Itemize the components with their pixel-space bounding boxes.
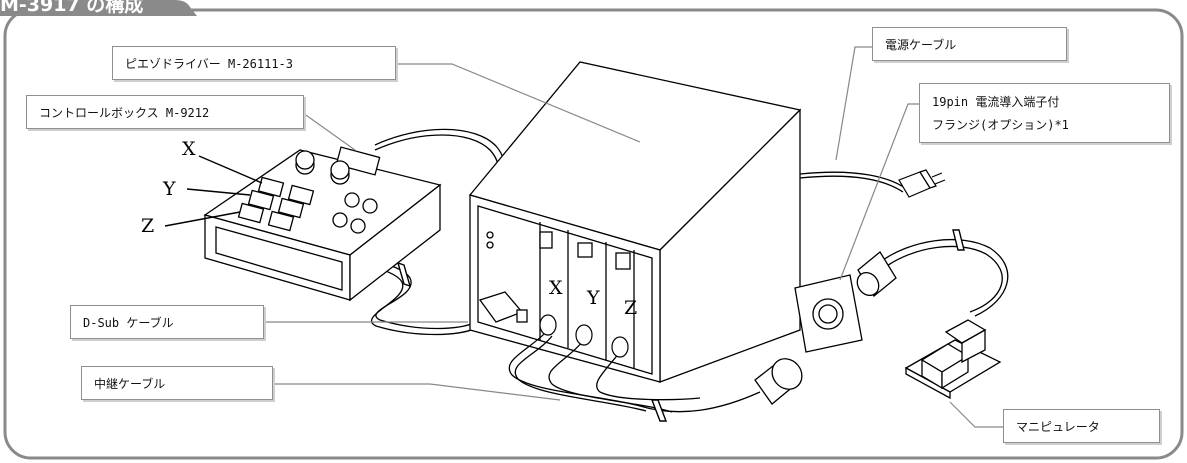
module-axis-y-label: Y [587, 287, 600, 309]
axis-pointer-lines [164, 155, 263, 227]
manipulator-drawing [904, 319, 1002, 400]
callout-flange-line1: 19pin 電流導入端子付 [932, 95, 1060, 109]
piezo-driver-drawing [468, 61, 802, 383]
header-tab-shape [0, 0, 197, 16]
control-box-drawing [203, 146, 442, 302]
relay-connectors [539, 314, 629, 358]
control-axis-z-label: Z [141, 215, 155, 237]
relay-cables [508, 329, 761, 413]
callout-control-box: コントロールボックス M-9212 [26, 95, 304, 129]
cable-break-mark-manipulator [952, 229, 965, 251]
callout-flange: 19pin 電流導入端子付 フランジ(オプション)*1 [919, 83, 1170, 143]
control-axis-y-label: Y [163, 178, 176, 200]
control-axis-x-label: X [182, 138, 196, 160]
callout-manipulator: マニピュレータ [1003, 409, 1160, 443]
page-title: M-3917 の構成 [0, 0, 144, 16]
callout-relay-cable: 中継ケーブル [81, 366, 273, 400]
callout-power-cable: 電源ケーブル [872, 27, 1067, 61]
leader-lines [264, 46, 1003, 428]
callout-piezo-driver: ピエゾドライバー M-26111-3 [112, 46, 396, 80]
frame-border [3, 8, 1184, 460]
cable-break-mark-relay [650, 399, 668, 422]
power-plug [898, 169, 946, 198]
module-axis-z-label: Z [624, 297, 638, 319]
callout-flange-line2: フランジ(オプション)*1 [932, 118, 1069, 132]
flange-drawing [794, 274, 863, 353]
manipulator-connector [856, 251, 897, 297]
power-cable [799, 171, 906, 193]
cable-break-mark-dsub [396, 261, 412, 288]
module-axis-x-label: X [549, 277, 563, 299]
relay-cable-plug [754, 358, 803, 405]
callout-dsub-cable: D-Sub ケーブル [70, 305, 264, 339]
manipulator-cable [879, 238, 1009, 317]
